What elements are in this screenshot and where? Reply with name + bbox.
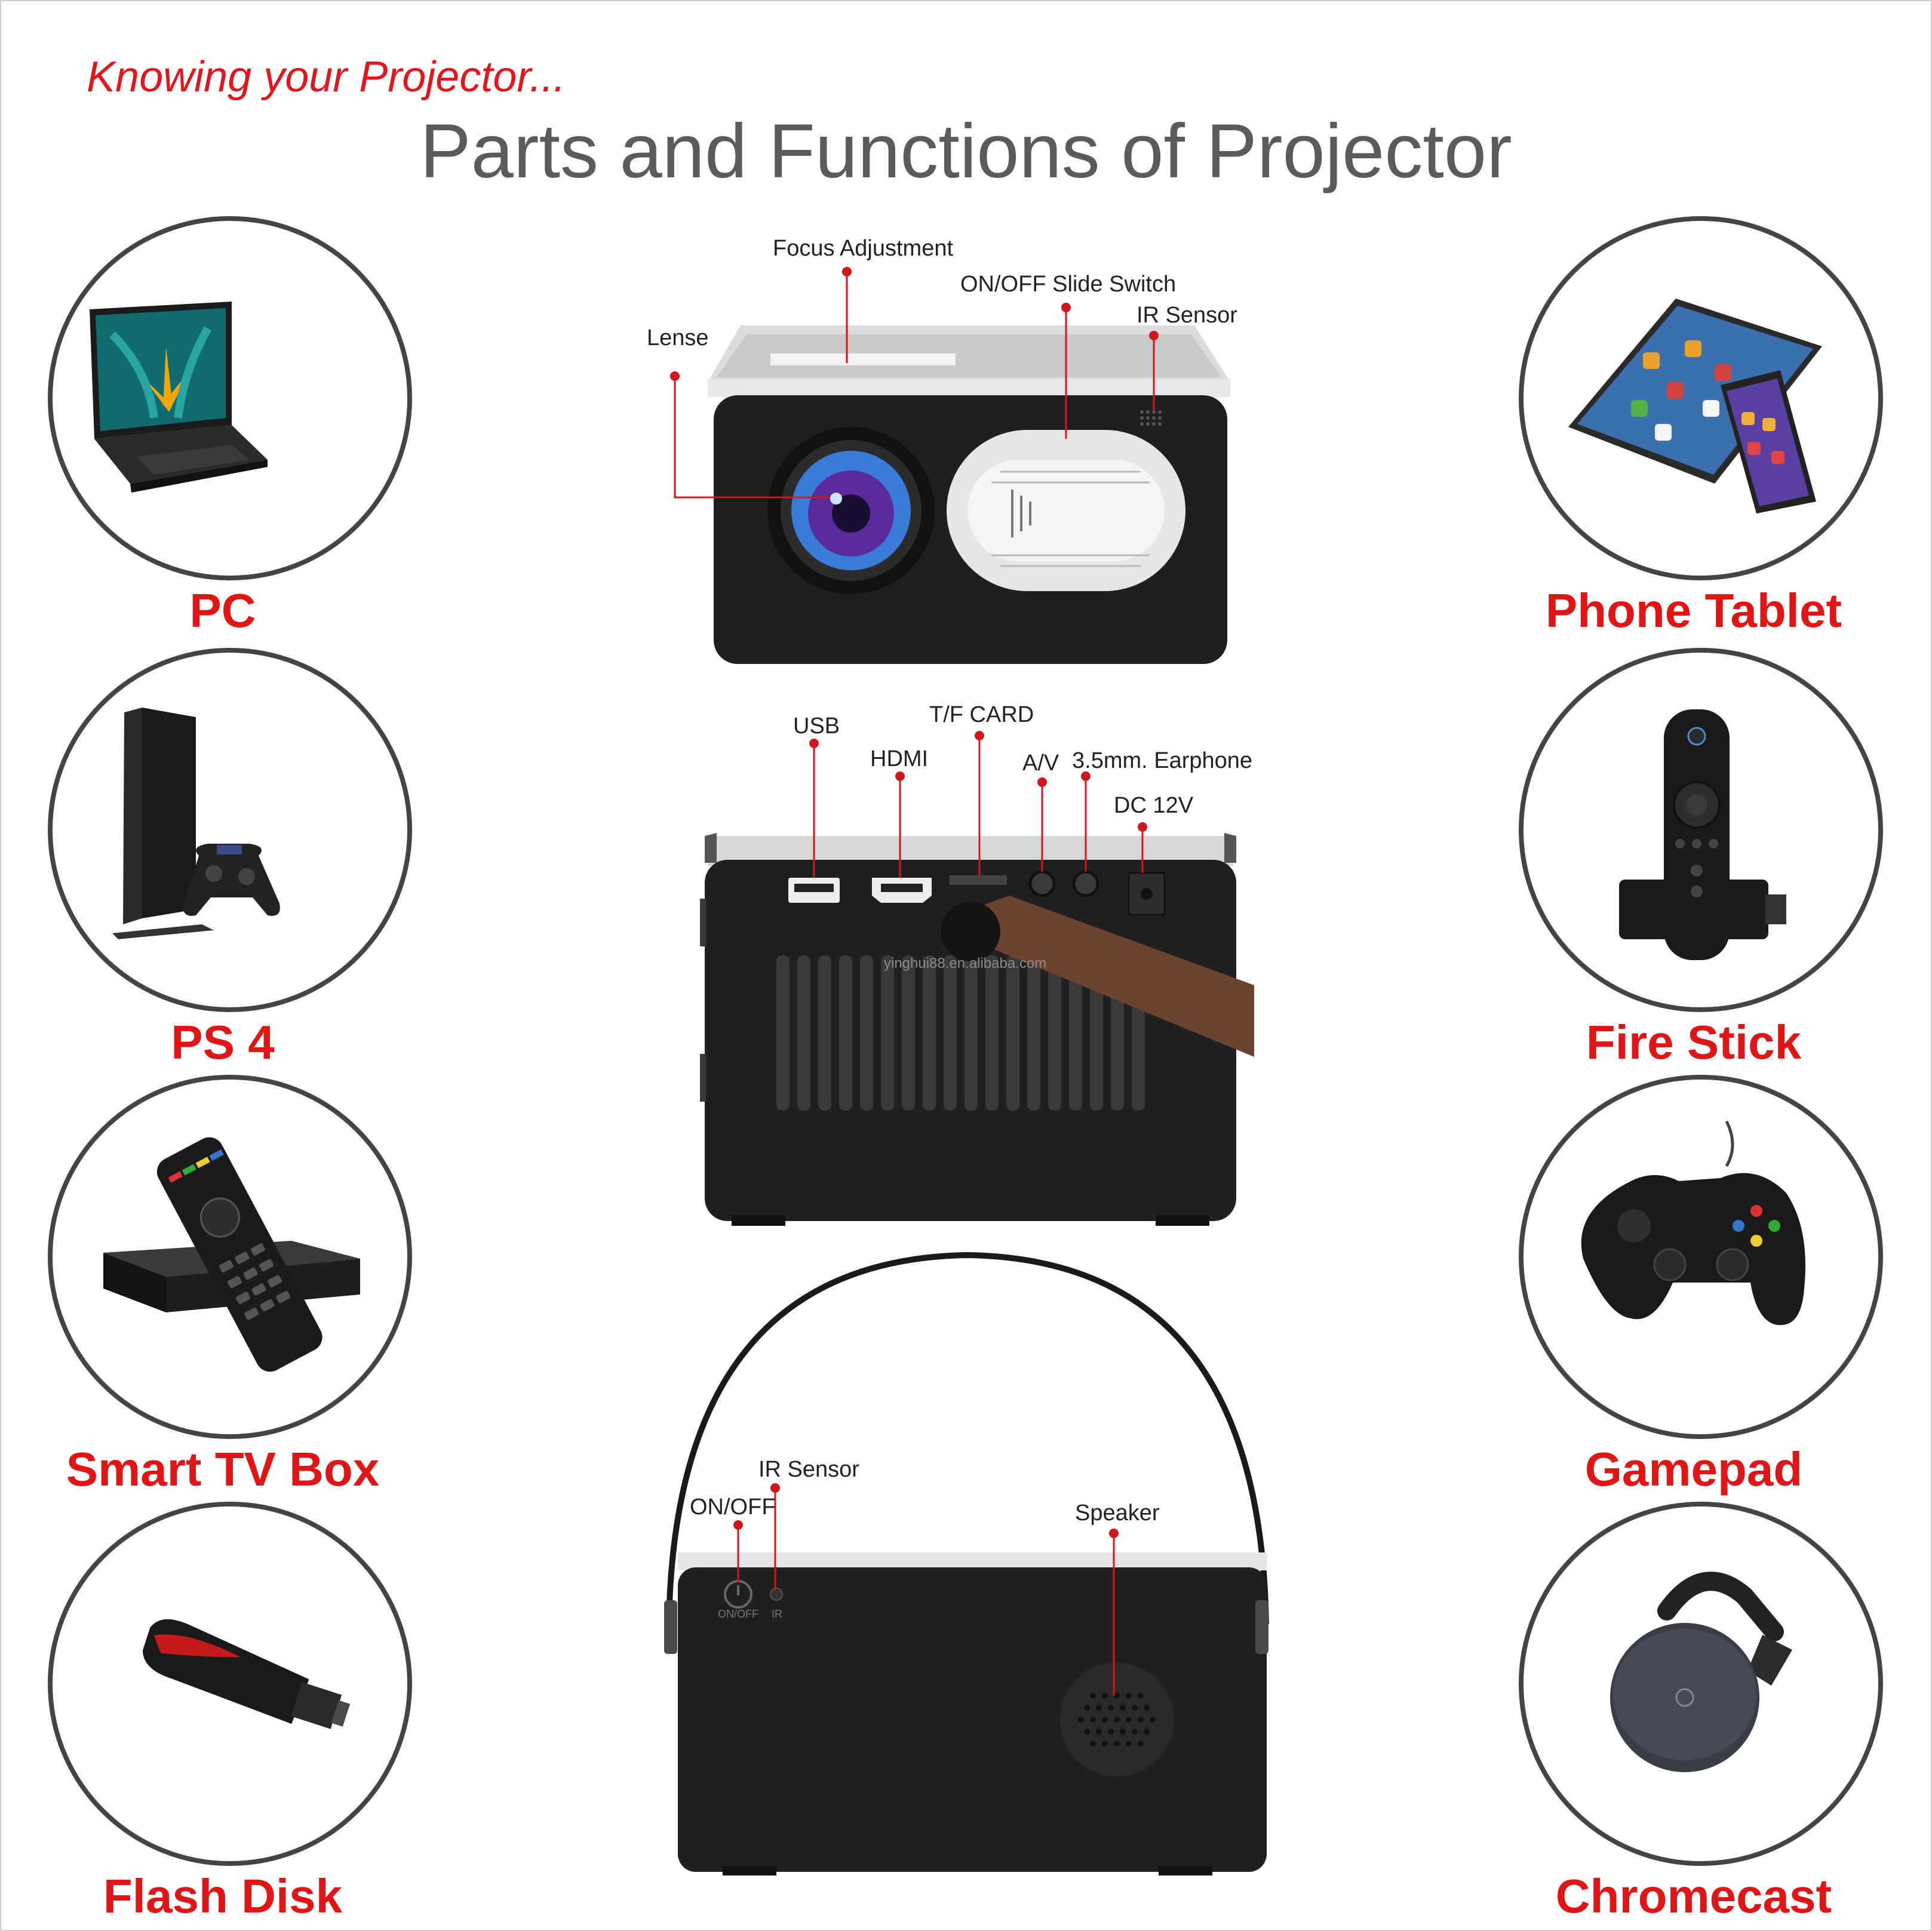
device-circle [1519, 216, 1883, 580]
projector-side-view [664, 1252, 1269, 1875]
page-subtitle: Knowing your Projector... [87, 53, 566, 101]
device-label-pc: PC [189, 584, 256, 637]
callout-speaker: Speaker [1075, 1500, 1160, 1526]
carry-handle [666, 1252, 1269, 1625]
callout-ir-sensor-side: IR Sensor [758, 1457, 859, 1482]
device-circle [1519, 1502, 1883, 1866]
tablet-phone-icon [1568, 299, 1822, 514]
earphone-jack-icon [1072, 870, 1099, 897]
gamepad-icon [1581, 1120, 1805, 1326]
device-label-chromecast: Chromecast [1555, 1869, 1832, 1923]
watermark: yinghui88.en.alibaba.com [884, 955, 1047, 971]
device-label-ps4: PS 4 [171, 1016, 275, 1069]
focus-wheel [770, 353, 956, 365]
ir-receiver-icon [770, 1588, 783, 1601]
callout-tf-card: T/F CARD [929, 702, 1034, 727]
callout-hdmi: HDMI [870, 746, 929, 771]
device-circle [48, 216, 412, 580]
laptop-icon [90, 302, 268, 493]
callout-earphone: 3.5mm. Earphone [1072, 748, 1253, 773]
device-label-smart-tv-box: Smart TV Box [66, 1443, 380, 1496]
callout-lense: Lense [647, 325, 709, 350]
device-circle [48, 1502, 412, 1866]
device-circle [48, 648, 412, 1012]
tv-box-icon [103, 1137, 360, 1372]
page-title: Parts and Functions of Projector [420, 109, 1512, 194]
device-circle [1519, 1075, 1883, 1439]
callout-ir-sensor-front: IR Sensor [1137, 303, 1237, 328]
device-label-gamepad: Gamepad [1584, 1443, 1803, 1496]
callout-on-off-slide-switch: ON/OFF Slide Switch [960, 272, 1177, 297]
projector-front-view [670, 267, 1230, 664]
ir-sensor-icon [1140, 410, 1162, 426]
device-label-fire-stick: Fire Stick [1586, 1016, 1802, 1069]
game-console-icon [112, 708, 280, 939]
device-label-flash-disk: Flash Disk [103, 1869, 343, 1923]
device-circle [1519, 648, 1883, 1012]
chromecast-icon [1610, 1572, 1792, 1772]
av-jack-icon [1028, 870, 1056, 897]
callout-on-off: ON/OFF [690, 1495, 776, 1520]
device-label-phone-tablet: Phone Tablet [1545, 584, 1842, 637]
usb-flash-drive-icon [142, 1619, 351, 1729]
callout-usb: USB [793, 714, 840, 739]
leather-strap [976, 896, 1254, 1057]
vent-grille [776, 955, 1145, 1111]
panel-label-ir: IR [772, 1608, 782, 1620]
projector-back-view [700, 731, 1254, 1226]
device-circle [48, 1075, 412, 1439]
callout-focus-adjustment: Focus Adjustment [773, 236, 954, 261]
tf-card-slot-icon [950, 875, 1007, 885]
panel-label-on-off: ON/OFF [718, 1608, 758, 1620]
callout-dc-12v: DC 12V [1114, 793, 1194, 818]
callout-av: A/V [1022, 751, 1059, 776]
streaming-stick-icon [1619, 709, 1786, 960]
